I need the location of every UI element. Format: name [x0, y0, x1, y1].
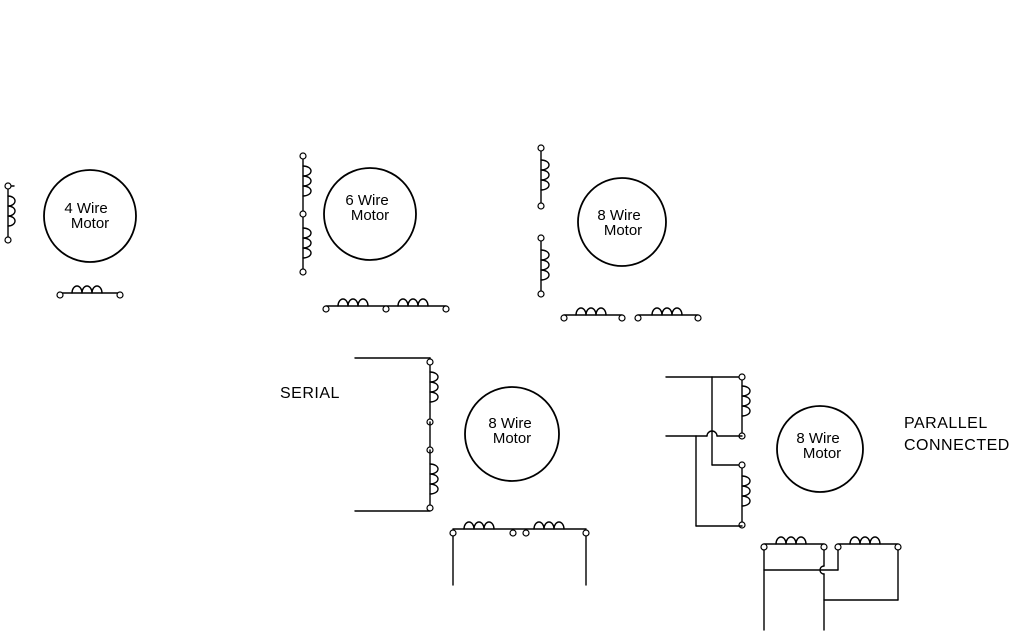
- parallel-label-line2: CONNECTED: [904, 437, 1010, 454]
- serial-motor-circle: [464, 386, 560, 482]
- four-wire-horizontal-coil: [56, 285, 124, 299]
- serial-connection-group: SERIAL 8 Wire Motor: [280, 357, 590, 586]
- six-wire-motor-circle: [323, 167, 417, 261]
- terminal: [694, 314, 702, 322]
- terminal: [738, 461, 746, 469]
- serial-motor-label-line1: 8 Wire: [488, 415, 531, 432]
- terminal: [382, 305, 390, 313]
- parallel-motor-label-line2: Motor: [803, 445, 841, 462]
- terminal: [522, 529, 530, 537]
- terminal: [4, 236, 12, 244]
- terminal: [537, 202, 545, 210]
- eight-wire-vertical-coils: [537, 144, 550, 298]
- terminal: [760, 543, 768, 551]
- terminal: [820, 543, 828, 551]
- four-wire-motor-group: 4 Wire Motor: [4, 169, 137, 299]
- terminal: [509, 529, 517, 537]
- four-wire-motor-circle: [43, 169, 137, 263]
- terminal: [894, 543, 902, 551]
- eight-wire-motor-circle: [577, 177, 667, 267]
- terminal: [56, 291, 64, 299]
- terminal: [537, 234, 545, 242]
- serial-horizontal-coils: [449, 521, 590, 586]
- terminal: [738, 521, 746, 529]
- terminal: [442, 305, 450, 313]
- terminal: [634, 314, 642, 322]
- terminal: [299, 152, 307, 160]
- terminal: [449, 529, 457, 537]
- six-wire-horizontal-coil: [322, 298, 450, 313]
- terminal: [426, 504, 434, 512]
- terminal: [834, 543, 842, 551]
- terminal: [426, 358, 434, 366]
- six-wire-motor-label-line1: 6 Wire: [345, 192, 388, 209]
- terminal: [299, 268, 307, 276]
- serial-motor-label-line2: Motor: [493, 430, 531, 447]
- four-wire-vertical-coil: [4, 182, 16, 244]
- parallel-vertical-coils: [665, 373, 751, 529]
- terminal: [582, 529, 590, 537]
- terminal: [4, 182, 12, 190]
- terminal: [738, 373, 746, 381]
- terminal: [560, 314, 568, 322]
- terminal: [618, 314, 626, 322]
- four-wire-motor-label-line1: 4 Wire: [64, 200, 107, 217]
- six-wire-motor-group: 6 Wire Motor: [299, 152, 450, 313]
- parallel-motor-circle: [776, 405, 864, 493]
- parallel-label-line1: PARALLEL: [904, 415, 988, 432]
- six-wire-motor-label-line2: Motor: [351, 207, 389, 224]
- serial-label: SERIAL: [280, 385, 340, 402]
- parallel-connection-group: PARALLEL CONNECTED 8 Wire Motor: [665, 373, 1010, 631]
- parallel-horizontal-coils: [760, 536, 902, 631]
- terminal: [299, 210, 307, 218]
- eight-wire-motor-label-line2: Motor: [604, 222, 642, 239]
- six-wire-vertical-coil: [299, 152, 312, 276]
- terminal: [537, 290, 545, 298]
- four-wire-motor-label-line2: Motor: [71, 215, 109, 232]
- terminal: [116, 291, 124, 299]
- terminal: [322, 305, 330, 313]
- terminal: [537, 144, 545, 152]
- eight-wire-motor-label-line1: 8 Wire: [597, 207, 640, 224]
- parallel-motor-label-line1: 8 Wire: [796, 430, 839, 447]
- eight-wire-motor-group: 8 Wire Motor: [537, 144, 702, 322]
- eight-wire-horizontal-coils: [560, 307, 702, 322]
- serial-vertical-coils: [354, 357, 439, 512]
